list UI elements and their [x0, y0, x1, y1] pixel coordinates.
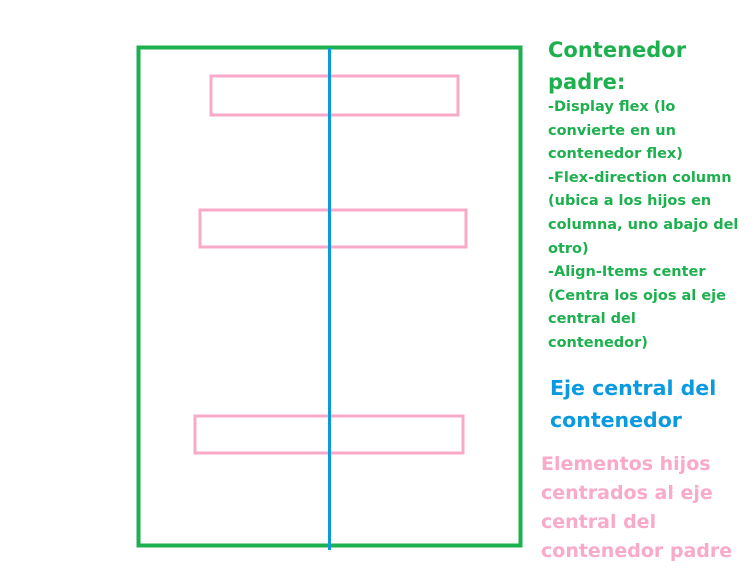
children-label-line: centrados al eje [541, 482, 713, 504]
parent-note-line: (Centra los ojos al eje [548, 287, 726, 304]
child-elements-label: Elementos hijos centrados al eje central… [541, 450, 732, 566]
parent-note-line: central del [548, 311, 636, 328]
parent-note-line: (ubica a los hijos en [548, 193, 712, 210]
parent-note-line: -Flex-direction column [548, 169, 732, 186]
parent-note-line: -Display flex (lo [548, 99, 676, 115]
parent-container-title: Contenedor padre: [548, 34, 686, 98]
children-label-line: contenedor padre [541, 540, 733, 562]
child-box-1 [209, 74, 460, 117]
central-axis-label: Eje central del contenedor [550, 372, 716, 436]
children-label-line: central del [541, 511, 657, 533]
parent-note-line: contenedor) [548, 334, 648, 351]
axis-label-line: contenedor [550, 408, 682, 432]
parent-note-line: convierte en un [548, 122, 676, 139]
parent-title-line: padre: [548, 70, 626, 94]
parent-note-line: contenedor flex) [548, 146, 683, 163]
parent-note-line: -Align-Items center [548, 264, 706, 281]
parent-note-line: otro) [548, 240, 589, 257]
parent-container-notes: -Display flex (lo convierte en un conten… [548, 96, 738, 356]
parent-title-line: Contenedor [548, 38, 687, 62]
axis-label-line: Eje central del [550, 376, 717, 400]
children-label-line: Elementos hijos [541, 453, 711, 475]
parent-note-line: columna, uno abajo del [548, 216, 739, 233]
child-box-2 [198, 208, 468, 249]
